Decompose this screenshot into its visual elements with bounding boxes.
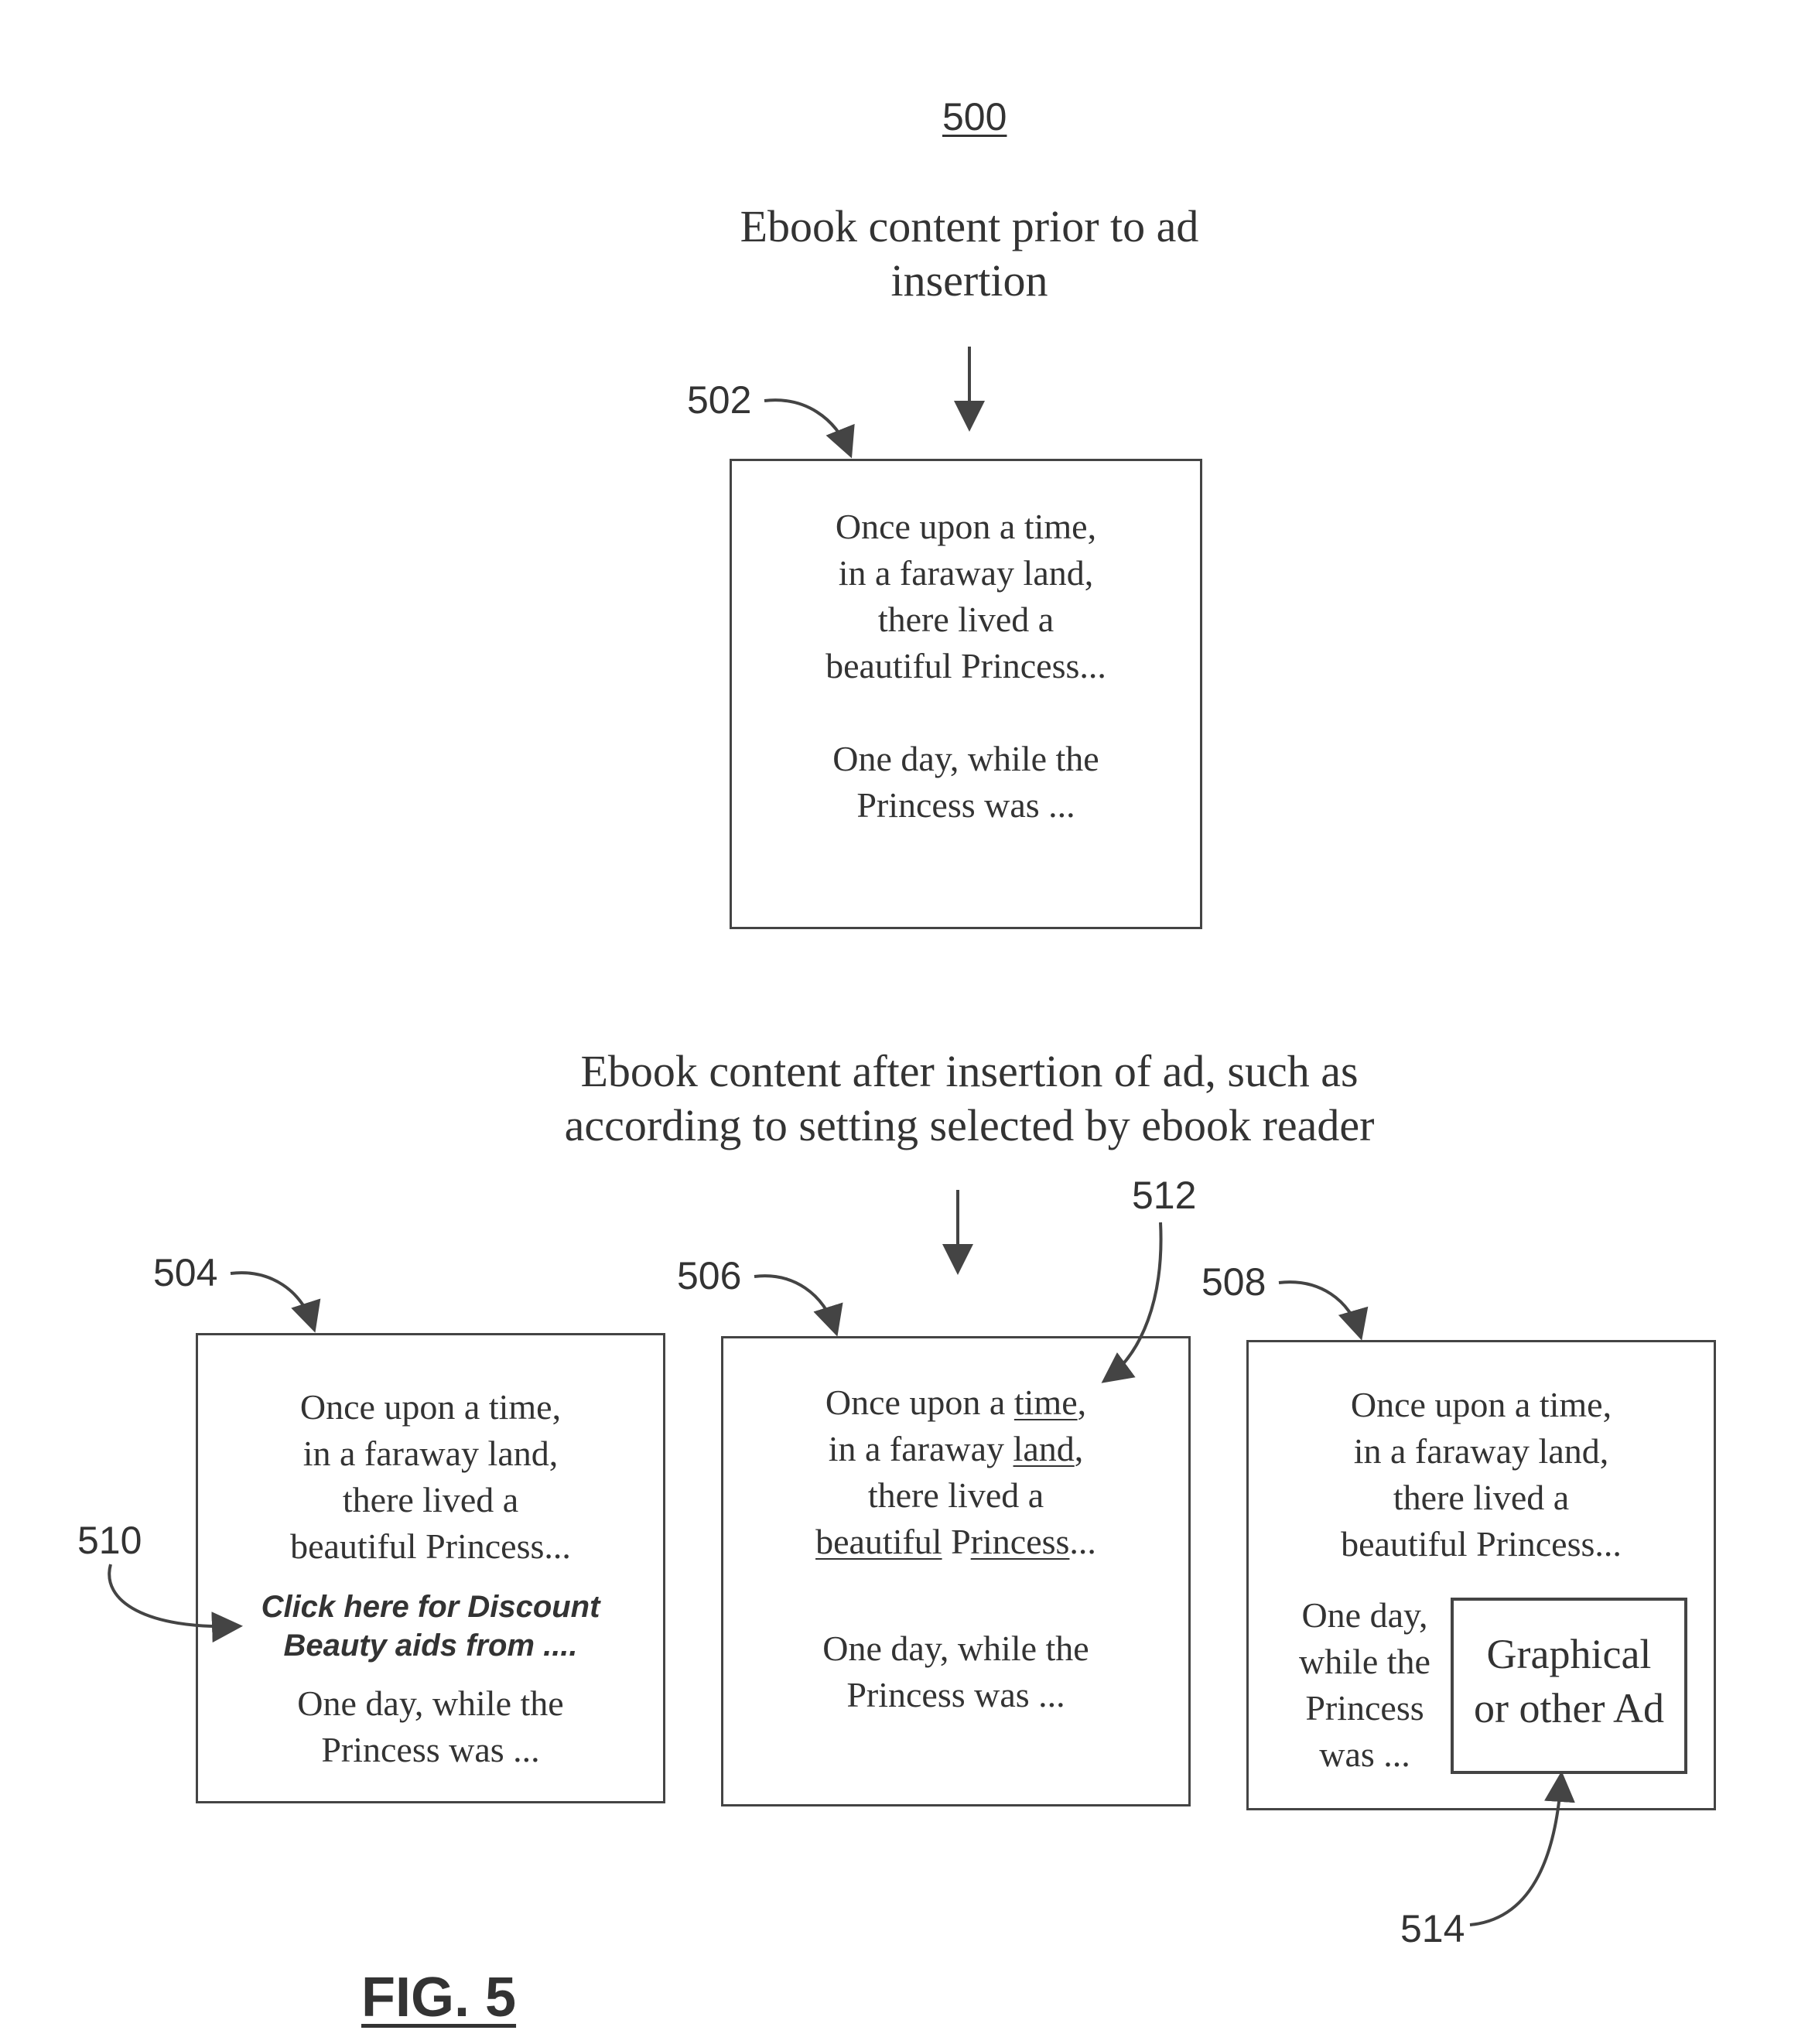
leader-506 (754, 1276, 836, 1331)
leader-512 (1106, 1222, 1161, 1379)
leader-514 (1470, 1777, 1561, 1925)
leader-502 (764, 400, 849, 453)
leader-508 (1279, 1282, 1360, 1335)
leader-504 (231, 1273, 313, 1327)
figure-label: FIG. 5 (361, 1970, 516, 2025)
leader-510 (109, 1564, 237, 1626)
